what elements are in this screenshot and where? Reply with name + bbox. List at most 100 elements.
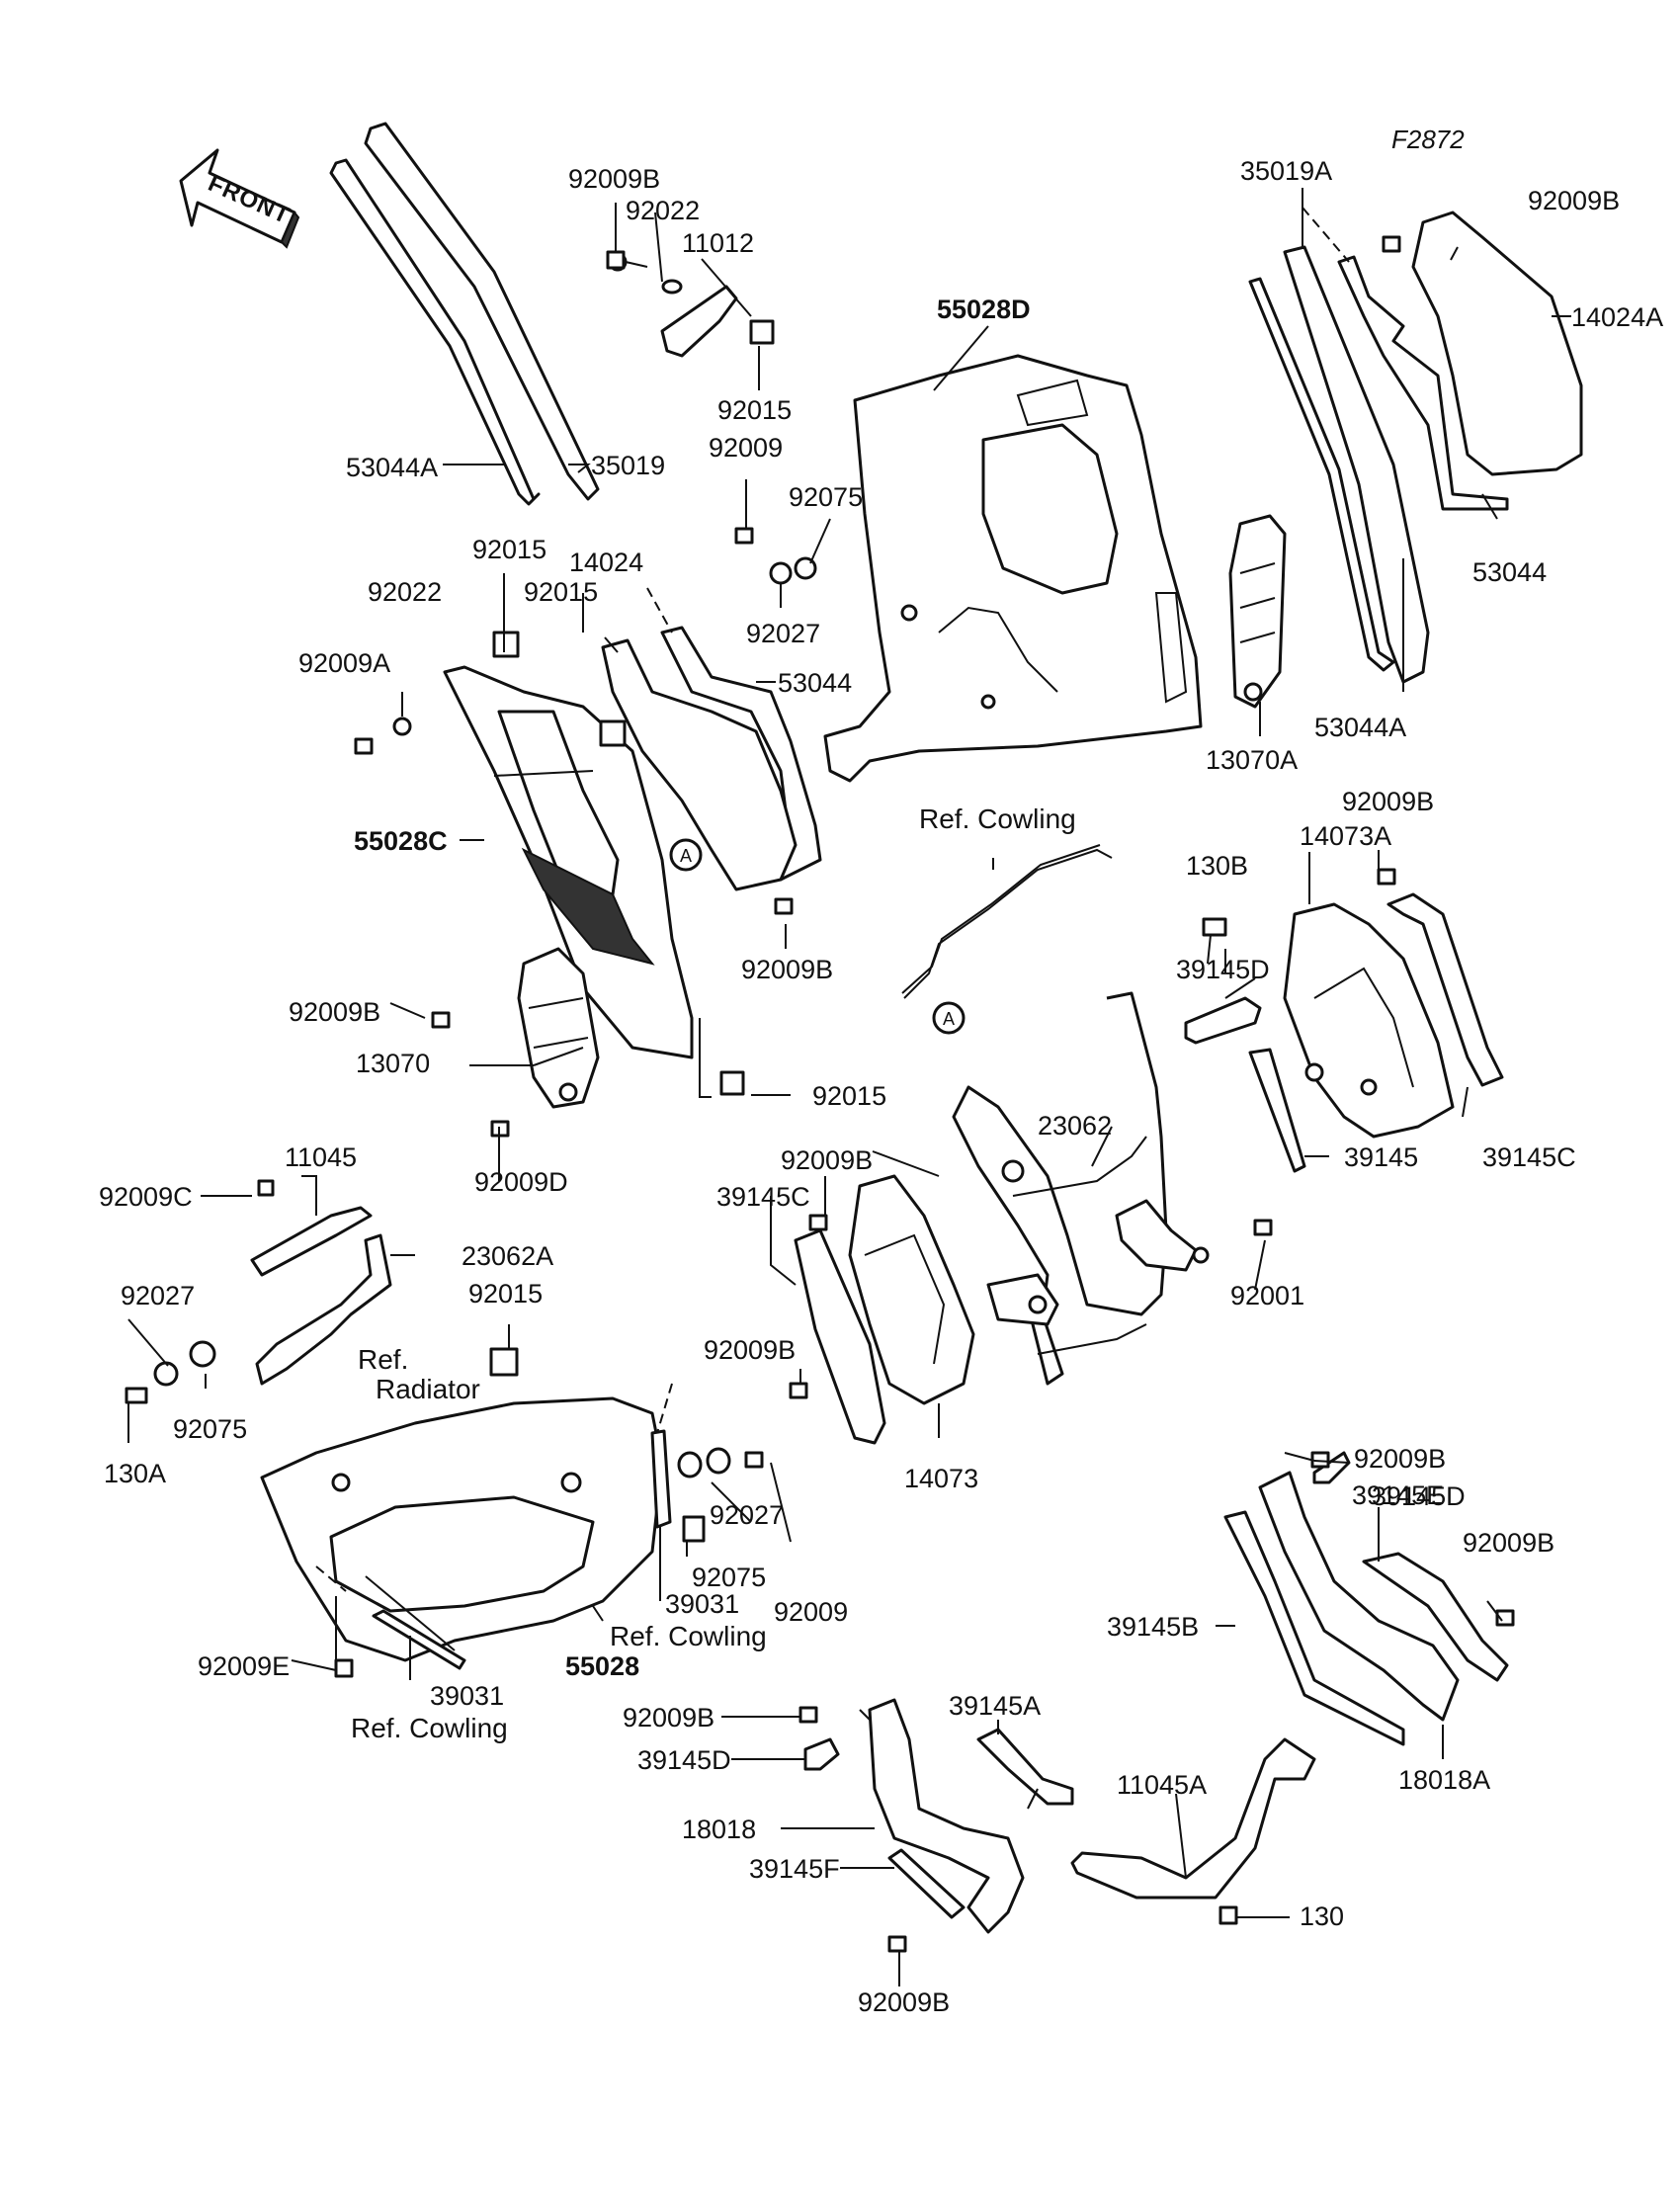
label-13070A: 13070A [1206, 745, 1298, 775]
label-ref-cowling-top: Ref. Cowling [919, 803, 1076, 834]
bolts [257, 235, 1515, 1953]
label-55028C: 55028C [354, 826, 448, 856]
label-39145: 39145 [1344, 1142, 1418, 1172]
clip-39145D-bottom [803, 1737, 840, 1771]
label-39145D-bottom: 39145D [637, 1745, 731, 1775]
label-53044A-left: 53044A [346, 453, 438, 482]
label-92015-lower-mid: 92015 [812, 1081, 886, 1111]
label-11012: 11012 [682, 228, 754, 258]
label-39145F: 39145F [749, 1854, 840, 1884]
label-92009D: 92009D [474, 1167, 568, 1197]
label-ref: Ref. [358, 1344, 408, 1375]
label-39145A: 39145A [949, 1691, 1041, 1721]
clip-92015-lower [489, 1347, 519, 1377]
label-ref-cowling-mid: Ref. Cowling [610, 1621, 767, 1651]
label-14024: 14024 [569, 548, 643, 577]
cover-14024 [601, 638, 798, 891]
label-92009-lower: 92009 [774, 1597, 848, 1627]
label-53044-mid: 53044 [778, 668, 852, 698]
label-55028D: 55028D [937, 295, 1031, 324]
bracket-35019A [1283, 245, 1430, 684]
bolt-130B [1202, 917, 1227, 965]
strip-53044A-left [329, 158, 541, 506]
frame-23062 [952, 991, 1210, 1386]
bracket-23062A [255, 1233, 392, 1386]
label-39145C-right: 39145C [1482, 1142, 1576, 1172]
label-92009B: 92009B [568, 164, 660, 194]
svg-text:A: A [943, 1009, 955, 1029]
label-14073A: 14073A [1300, 821, 1391, 851]
label-11045A: 11045A [1117, 1770, 1207, 1800]
label-11045: 11045 [285, 1142, 357, 1172]
under-cowl-55028 [260, 1396, 664, 1662]
label-130: 130 [1300, 1901, 1344, 1931]
circle-marker-a-left: A [669, 838, 703, 872]
rod-39145F [887, 1848, 966, 1919]
label-39145B: 39145B [1107, 1612, 1199, 1642]
label-14073: 14073 [904, 1464, 978, 1493]
label-92009C: 92009C [99, 1182, 193, 1212]
label-13070: 13070 [356, 1049, 430, 1078]
label-130A: 130A [104, 1459, 166, 1488]
bracket-39145A [976, 1728, 1074, 1806]
bracket-11045 [250, 1206, 373, 1277]
rod-39031-lower [372, 1609, 466, 1670]
label-53044-right: 53044 [1472, 557, 1547, 587]
label-92027-center: 92027 [710, 1500, 784, 1530]
label-92022-left: 92022 [368, 577, 442, 607]
svg-text:A: A [680, 846, 692, 866]
label-92075-left: 92075 [173, 1414, 247, 1444]
ref-cowling-rod [903, 848, 1113, 999]
label-23062: 23062 [1038, 1111, 1112, 1141]
part-labels: 92009B 92022 11012 92015 92009 92075 920… [99, 156, 1663, 2017]
cover-14073 [848, 1174, 975, 1405]
strip-53044A-right [1248, 277, 1395, 672]
label-92001: 92001 [1230, 1281, 1304, 1310]
label-92027: 92027 [746, 619, 820, 648]
label-35019: 35019 [591, 451, 665, 480]
label-92022: 92022 [626, 196, 700, 225]
clip-39145D-right [1312, 1451, 1351, 1484]
label-92009B-left: 92009B [289, 997, 380, 1027]
label-39031-lower: 39031 [430, 1681, 504, 1711]
label-92009B-bottom: 92009B [858, 1987, 950, 2017]
bracket-11045A [1070, 1737, 1316, 1900]
spacer-92027-center [677, 1447, 731, 1543]
stay-18018A [1258, 1471, 1460, 1722]
bracket-53044-right [1337, 255, 1509, 511]
label-35019A: 35019A [1240, 156, 1332, 186]
cover-14073A [1283, 902, 1455, 1139]
label-92009A: 92009A [298, 648, 390, 678]
label-92009E: 92009E [198, 1651, 290, 1681]
side-cowl-55028D [823, 354, 1203, 783]
label-92009B-mid: 92009B [741, 955, 833, 984]
label-53044A-right: 53044A [1314, 713, 1406, 742]
cover-13070 [517, 947, 600, 1109]
label-92015-upper-left: 92015 [472, 535, 546, 564]
label-23062A: 23062A [462, 1241, 553, 1271]
label-55028: 55028 [565, 1651, 639, 1681]
label-radiator: Radiator [376, 1374, 480, 1404]
label-39145C-left: 39145C [716, 1182, 810, 1212]
side-cowl-55028C [443, 665, 694, 1059]
label-92009B-right: 92009B [1528, 186, 1620, 215]
seal-39145C-left [794, 1228, 886, 1445]
rod-39145 [1248, 1048, 1306, 1173]
label-130B: 130B [1186, 851, 1248, 881]
label-92015: 92015 [717, 395, 792, 425]
stay-18018 [868, 1698, 1025, 1934]
washer-92027-left [125, 1340, 216, 1404]
cover-13070A [1228, 514, 1287, 709]
label-39145D-top: 39145D [1176, 955, 1270, 984]
label-92009B-bottom-left: 92009B [623, 1703, 714, 1732]
label-18018A: 18018A [1398, 1765, 1490, 1795]
clamp-11012 [608, 252, 775, 358]
label-14024A: 14024A [1571, 302, 1663, 332]
bracket-35019-left [364, 122, 600, 501]
label-92009: 92009 [709, 433, 783, 463]
label-92009B-center: 92009B [781, 1145, 873, 1175]
diagram-code: F2872 [1391, 125, 1465, 154]
leader-lines [127, 188, 1571, 1986]
label-18018: 18018 [682, 1815, 756, 1844]
